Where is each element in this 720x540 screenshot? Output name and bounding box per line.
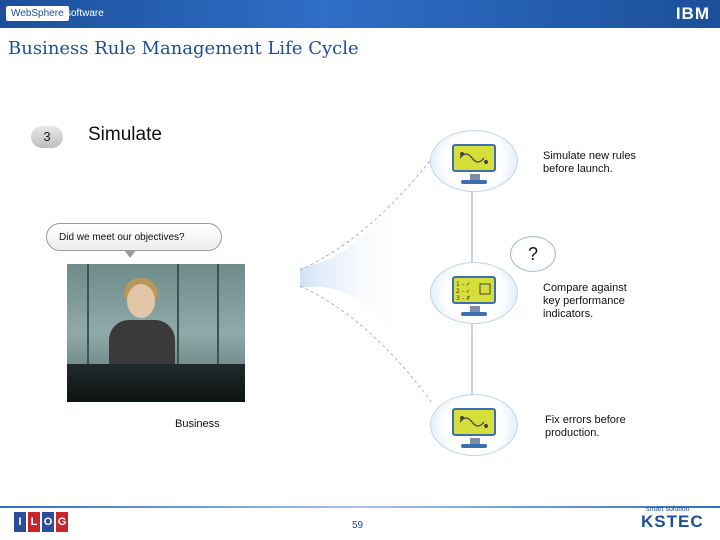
monitor-fix (430, 394, 518, 456)
business-person-photo (67, 264, 245, 402)
step-number-badge: 3 (31, 126, 63, 148)
item-label-compare: Compare against key performance indicato… (543, 282, 627, 320)
monitor-compare: 1 - ✓2 - ✓3 - ✗ (430, 262, 518, 324)
speech-bubble-tail (124, 250, 136, 258)
step-title: Simulate (88, 124, 162, 145)
item-label-fix: Fix errors before production. (545, 414, 626, 439)
svg-text:1 - ✓: 1 - ✓ (456, 281, 471, 288)
header-bar: WebSphere software IBM (0, 0, 720, 28)
page-title: Business Rule Management Life Cycle (8, 38, 359, 59)
flow-diagram-icon (452, 144, 496, 172)
question-mark-bubble: ? (510, 236, 556, 272)
checklist-icon: 1 - ✓2 - ✓3 - ✗ (452, 276, 496, 304)
svg-text:2 - ✓: 2 - ✓ (456, 288, 471, 295)
kstec-tagline: smart solution (646, 506, 690, 513)
flow-diagram-icon (452, 408, 496, 436)
speech-bubble: Did we meet our objectives? (46, 223, 222, 251)
websphere-subtitle: software (66, 8, 104, 19)
business-label: Business (175, 418, 220, 430)
kstec-logo: KSTEC (641, 512, 704, 531)
ilog-logo: I L O G (14, 512, 68, 532)
fan-connector (300, 157, 433, 404)
footer-divider (0, 506, 720, 508)
ibm-logo: IBM (675, 4, 710, 23)
item-label-simulate: Simulate new rules before launch. (543, 150, 636, 175)
page-number: 59 (352, 520, 364, 531)
websphere-logo: WebSphere (6, 6, 69, 21)
monitor-simulate (430, 130, 518, 192)
svg-text:3 - ✗: 3 - ✗ (456, 295, 471, 302)
